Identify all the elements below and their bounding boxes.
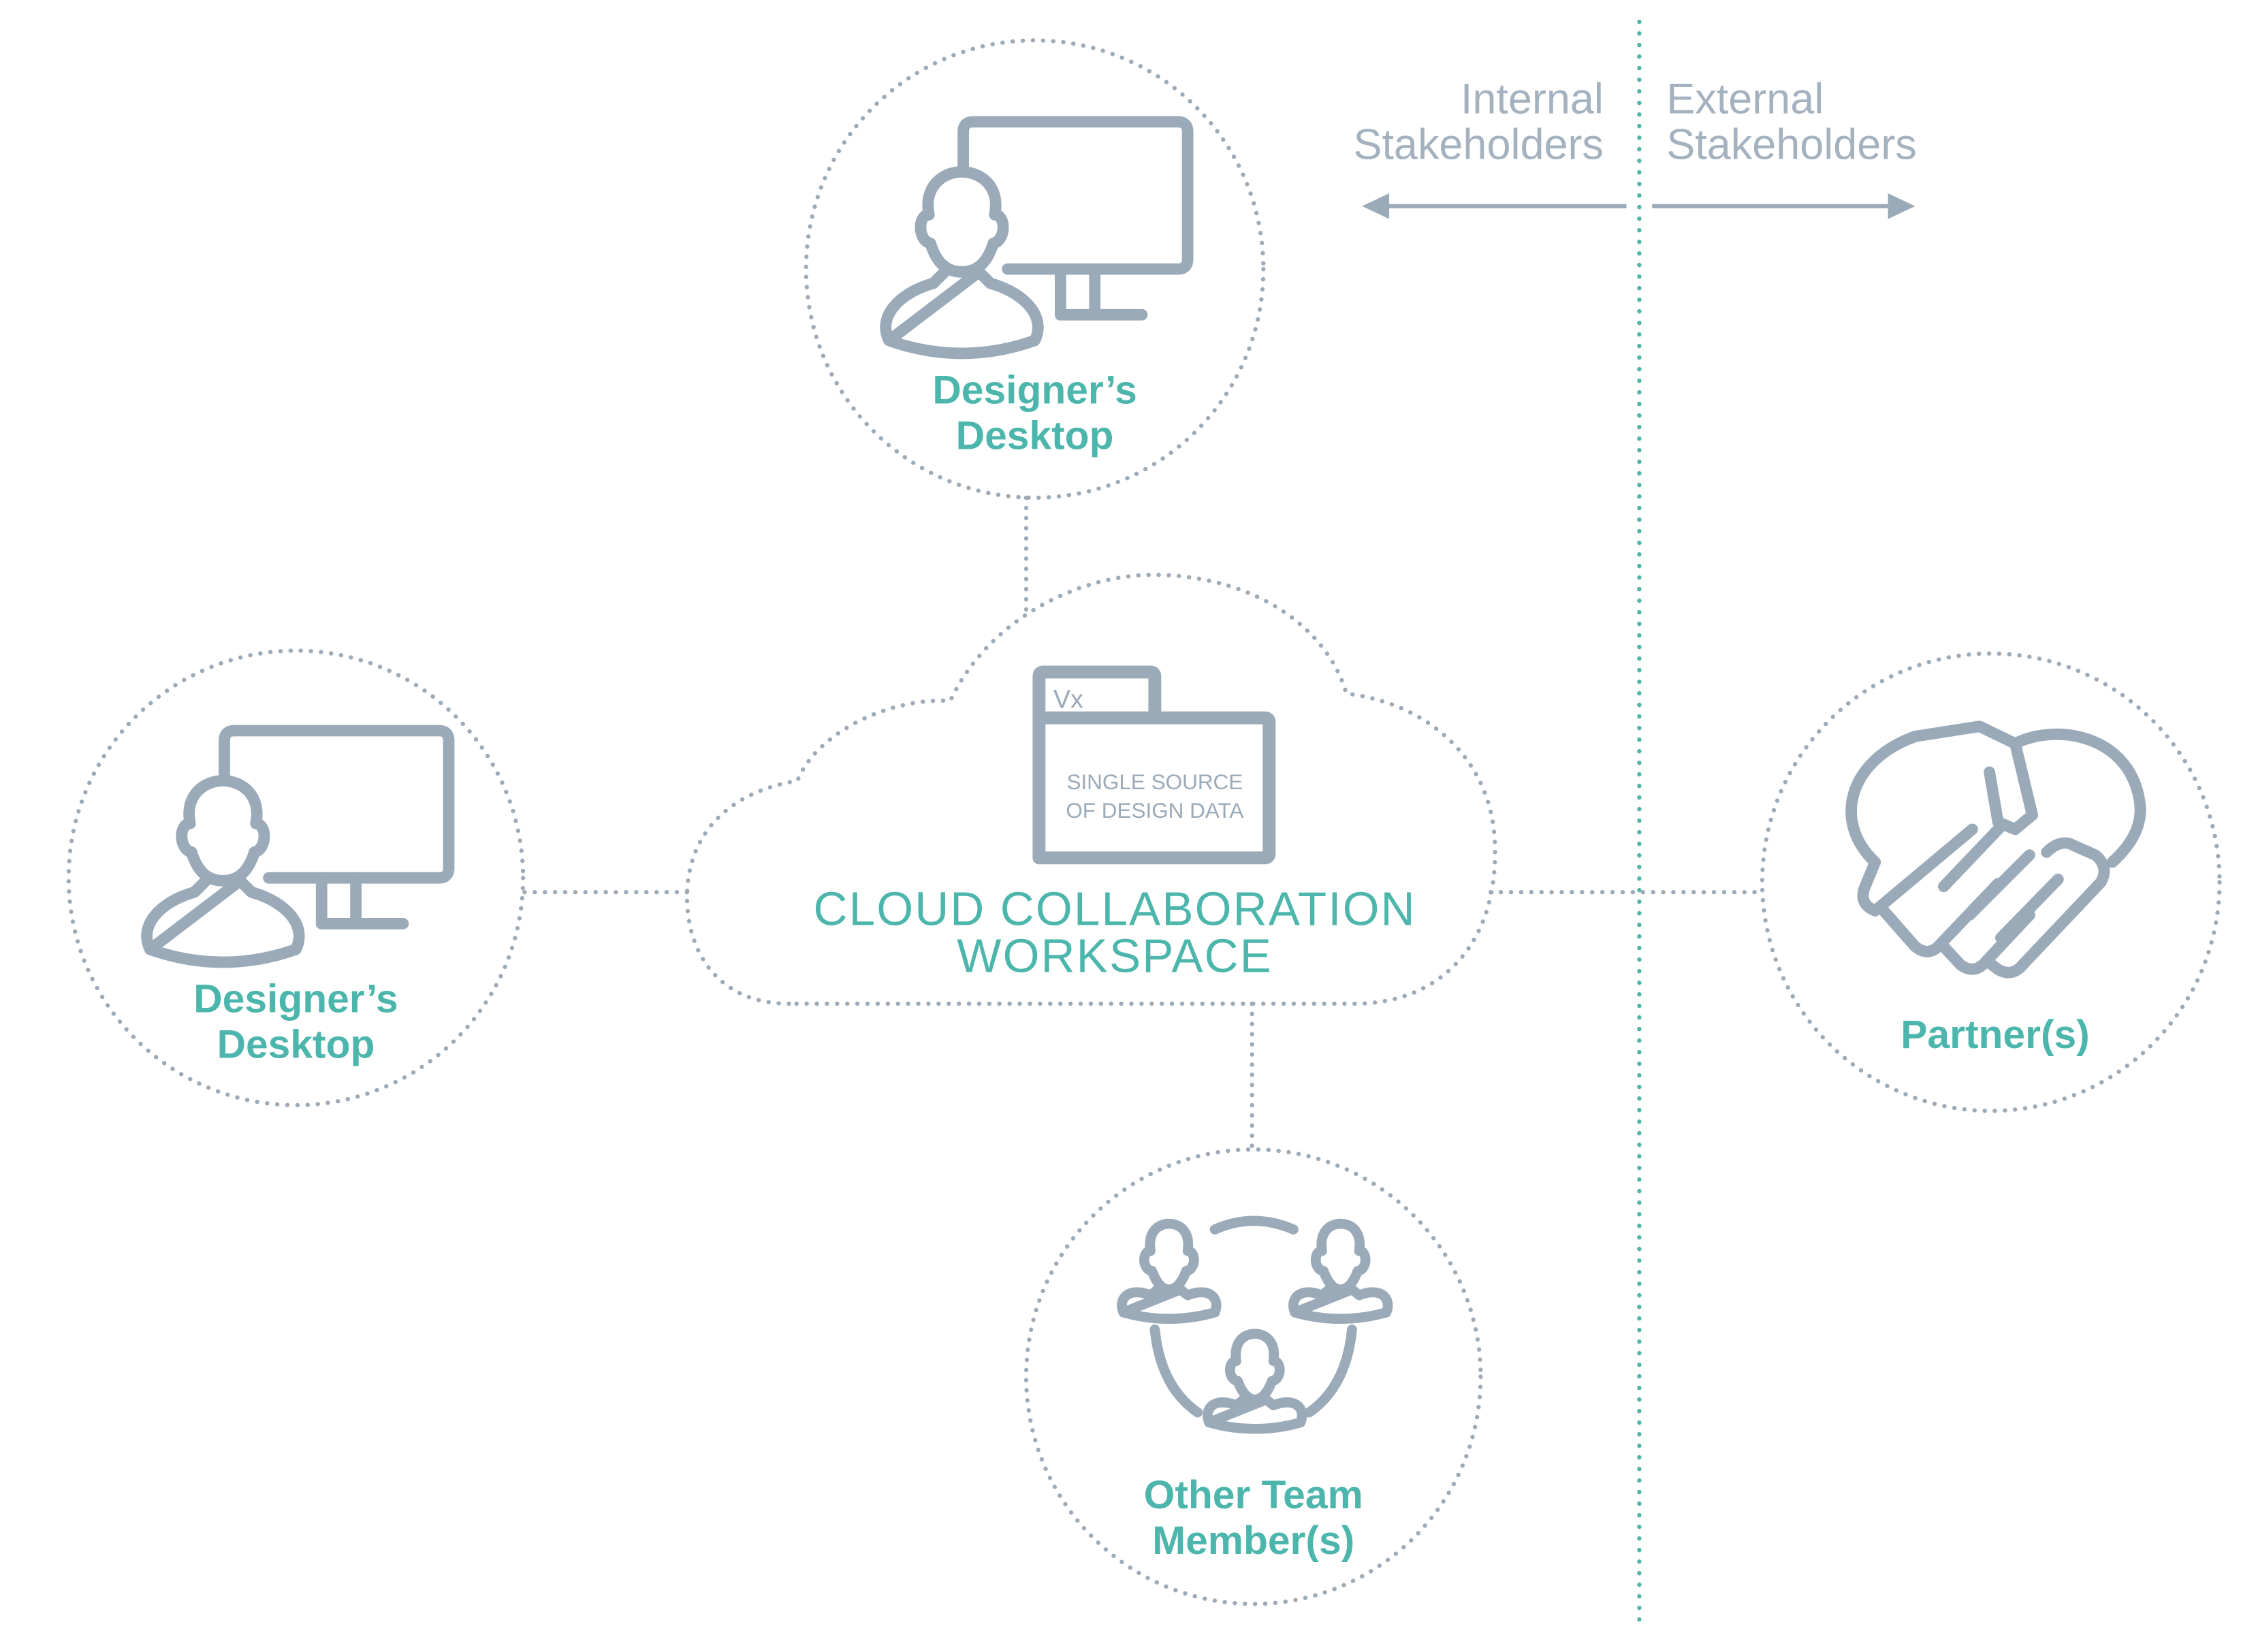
arrow-left-head <box>1362 193 1390 219</box>
node-label-line1: Designer’s <box>193 976 398 1021</box>
node-designer-left: Designer’s Desktop <box>66 648 526 1108</box>
node-circle <box>1760 651 2222 1113</box>
node-label-line2: Member(s) <box>1152 1519 1354 1563</box>
person-monitor-icon <box>880 116 1194 360</box>
node-circle <box>66 648 526 1108</box>
folder-label-line2: OF DESIGN DATA <box>1066 799 1243 823</box>
connectors <box>522 495 1763 1154</box>
internal-label-line2: Stakeholders <box>1353 121 1603 168</box>
folder-icon <box>1032 665 1276 865</box>
stakeholder-divider <box>1362 19 1916 1622</box>
handshake-icon <box>1845 720 2146 979</box>
node-designer-top: Designer’s Desktop <box>804 38 1266 501</box>
arrow-right-head <box>1888 193 1916 219</box>
external-label-line1: External <box>1666 75 1824 123</box>
node-label-line2: Desktop <box>956 414 1114 458</box>
folder-label-line1: SINGLE SOURCE <box>1066 770 1243 794</box>
node-label-line1: Other Team <box>1144 1473 1363 1517</box>
cloud-title-line2: WORKSPACE <box>957 930 1273 983</box>
folder-tab-label: Vx <box>1053 685 1083 714</box>
stakeholder-labels: Internal Stakeholders External Stakehold… <box>1353 75 1916 168</box>
team-circle-icon <box>1117 1216 1393 1434</box>
external-label-line2: Stakeholders <box>1666 121 1916 168</box>
person-monitor-icon <box>141 725 455 968</box>
node-label-line2: Desktop <box>217 1023 375 1067</box>
cloud-title-line1: CLOUD COLLABORATION <box>814 882 1416 935</box>
node-circle <box>804 38 1266 501</box>
node-label-line1: Partner(s) <box>1901 1013 2090 1057</box>
internal-label-line1: Internal <box>1461 75 1604 123</box>
node-label-line1: Designer’s <box>932 368 1137 412</box>
node-circle <box>1023 1147 1483 1606</box>
node-partner: Partner(s) <box>1760 651 2222 1113</box>
node-team: Other Team Member(s) <box>1023 1147 1483 1606</box>
